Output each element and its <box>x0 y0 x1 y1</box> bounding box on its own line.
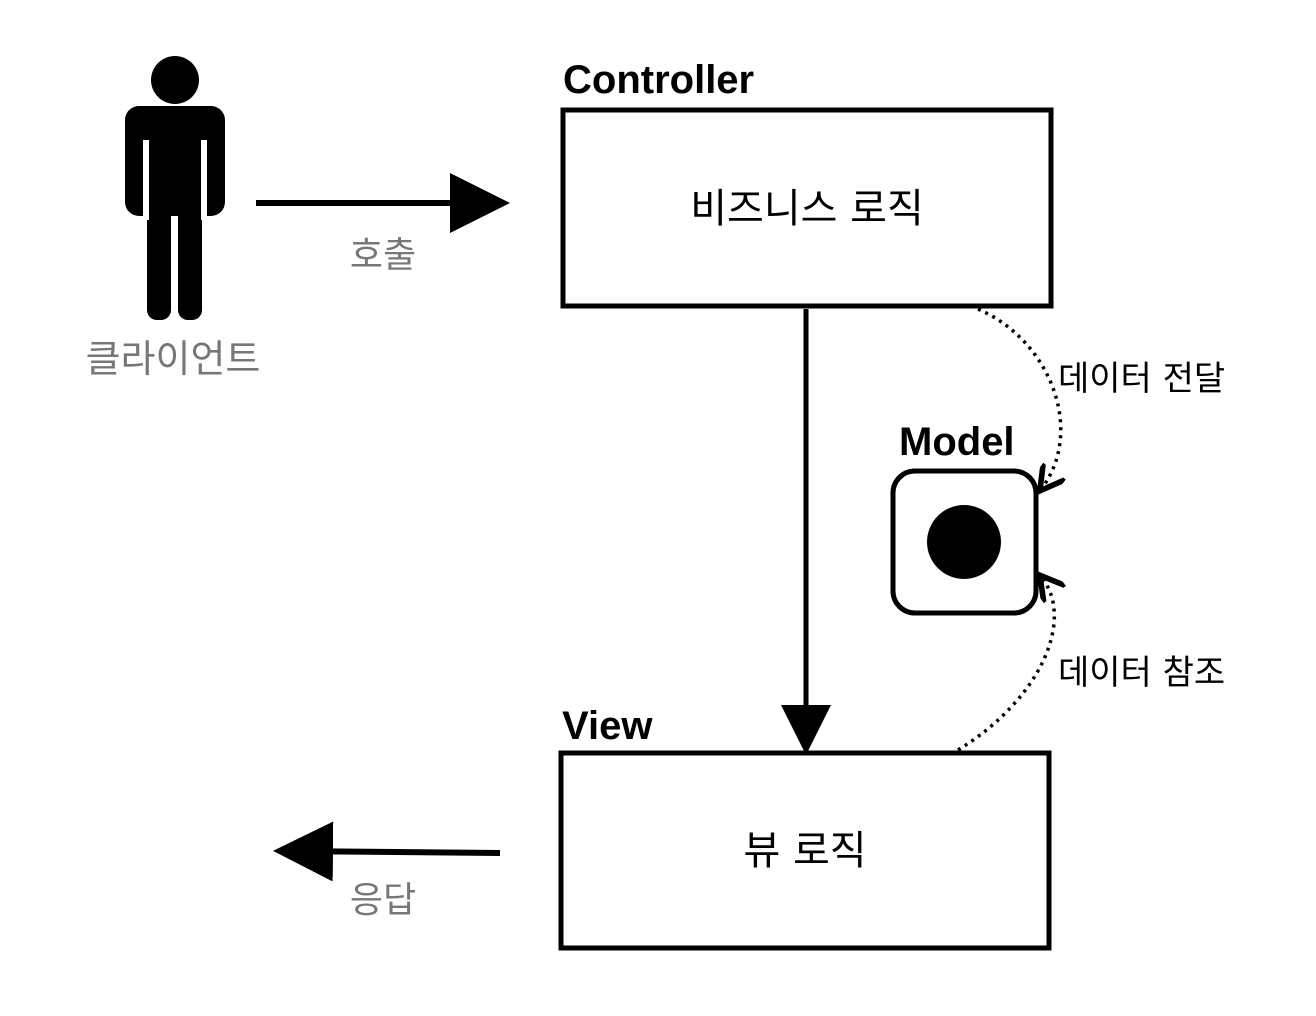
controller-box <box>560 107 1054 309</box>
view-title: View <box>562 704 653 748</box>
response-arrow <box>273 821 501 882</box>
call-label: 호출 <box>350 235 416 276</box>
controller-title: Controller <box>563 58 754 102</box>
data-ref-arrow <box>957 578 1054 752</box>
view-box-label: 뷰 로직 <box>743 828 866 874</box>
model-title: Model <box>899 420 1015 464</box>
controller-box-label: 비즈니스 로직 <box>690 186 924 232</box>
data-pass-label: 데이터 전달 <box>1058 359 1225 399</box>
data-pass-arrow <box>977 307 1061 488</box>
response-label: 응답 <box>350 880 416 921</box>
filled-circle-icon <box>927 505 1001 579</box>
person-icon <box>125 56 225 320</box>
data-ref-label: 데이터 참조 <box>1058 653 1225 693</box>
client-label: 클라이언트 <box>86 337 261 381</box>
view-box <box>558 750 1052 951</box>
